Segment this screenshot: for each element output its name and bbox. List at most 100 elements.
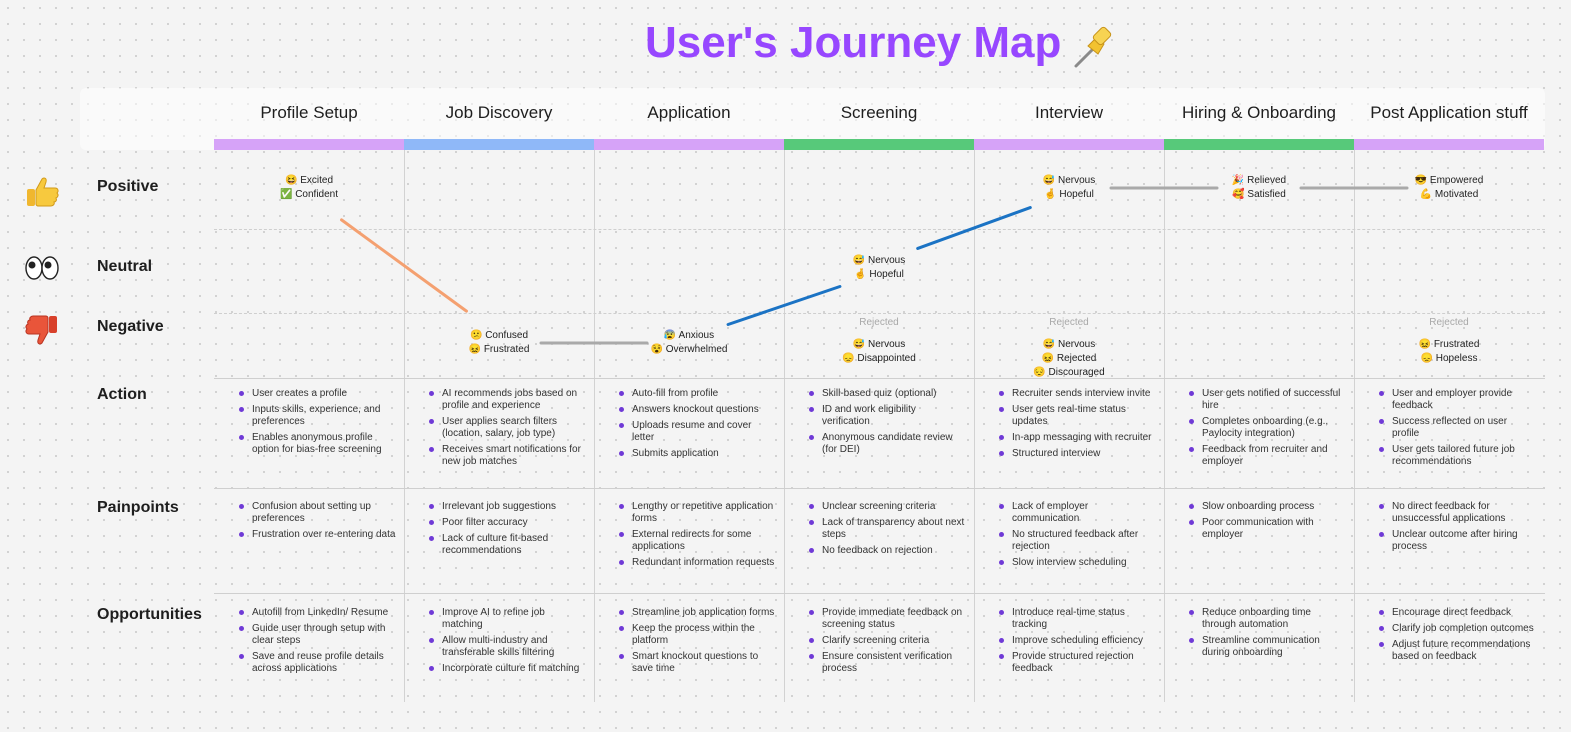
phase-header: Application (647, 103, 731, 122)
rejected-label: Rejected (859, 317, 899, 328)
list-item: Introduce real-time status tracking (996, 607, 1156, 631)
phase-header: Hiring & Onboarding (1181, 103, 1337, 122)
list-item: Lack of employer communication (996, 501, 1156, 525)
emotion-label: 🤞 Hopeful (1044, 189, 1094, 200)
emotion-label: 😞 Disappointed (842, 353, 916, 364)
row-divider (214, 378, 1545, 379)
phase-color-bar (1164, 139, 1354, 150)
list-item: Completes onboarding (e.g., Paylocity in… (1186, 416, 1346, 440)
emotion-label: 😅 Nervous (1042, 175, 1096, 186)
emotion-label: 😅 Nervous (852, 255, 906, 266)
list-item: Clarify screening criteria (806, 635, 966, 647)
list-item: AI recommends jobs based on profile and … (426, 388, 586, 412)
emotion-label: 😞 Hopeless (1420, 353, 1478, 364)
emotion-node: Rejected 😅 Nervous 😞 Disappointed (809, 316, 949, 366)
emotion-label: 💪 Motivated (1419, 189, 1479, 200)
emotion-label: ✅ Confident (279, 189, 339, 200)
list-item: ID and work eligibility verification (806, 404, 966, 428)
list-item: Confusion about setting up preferences (236, 501, 396, 525)
emotion-label: 😖 Rejected (1041, 353, 1097, 364)
list-item: Poor filter accuracy (426, 517, 586, 529)
list-item: Enables anonymous profile option for bia… (236, 432, 396, 456)
emotion-label: 😖 Frustrated (1418, 339, 1480, 350)
row-divider (214, 313, 1545, 314)
list-item: Provide immediate feedback on screening … (806, 607, 966, 631)
bullet-list: Skill-based quiz (optional) ID and work e… (806, 388, 966, 456)
list-item: Lack of culture fit-based recommendation… (426, 533, 586, 557)
list-item: Unclear outcome after hiring process (1376, 529, 1536, 553)
rejected-label: Rejected (1049, 317, 1089, 328)
row-divider (214, 488, 1545, 489)
list-item: Uploads resume and cover letter (616, 420, 776, 444)
list-item: Streamline communication during onboardi… (1186, 635, 1346, 659)
list-item: Lack of transparency about next steps (806, 517, 966, 541)
emotion-label: 😅 Nervous (1042, 339, 1096, 350)
list-item: Skill-based quiz (optional) (806, 388, 966, 400)
emotion-label: 😰 Anxious (663, 330, 715, 341)
actions-cell: Skill-based quiz (optional) ID and work e… (806, 388, 966, 460)
list-item: User gets notified of successful hire (1186, 388, 1346, 412)
list-item: Save and reuse profile details across ap… (236, 651, 396, 675)
list-item: Unclear screening criteria (806, 501, 966, 513)
row-divider (214, 593, 1545, 594)
phase-header: Screening (840, 103, 918, 122)
list-item: User creates a profile (236, 388, 396, 400)
list-item: Poor communication with employer (1186, 517, 1346, 541)
list-item: Structured interview (996, 448, 1156, 460)
emotion-label: 😅 Nervous (852, 339, 906, 350)
page-title: User's Journey Map (645, 18, 1062, 67)
list-item: Allow multi-industry and transferable sk… (426, 635, 586, 659)
emotion-label: 😆 Excited (284, 175, 334, 186)
rejected-label: Rejected (1429, 317, 1469, 328)
emotion-label: 😕 Confused (469, 330, 529, 341)
emotion-node: Rejected 😅 Nervous 😖 Rejected 😔 Discouraged (999, 316, 1139, 380)
phase-color-bar (594, 139, 784, 150)
column-divider (784, 150, 785, 702)
list-item: Encourage direct feedback (1376, 607, 1536, 619)
column-divider (404, 150, 405, 702)
phase-color-bar (974, 139, 1164, 150)
emotion-node: 😆 Excited ✅ Confident (239, 174, 379, 202)
row-label-opportunities: Opportunities (97, 606, 202, 623)
opportunities-cell: Reduce onboarding time through automatio… (1186, 607, 1346, 663)
list-item: Improve scheduling efficiency (996, 635, 1156, 647)
row-label-painpoints: Painpoints (97, 499, 179, 516)
list-item: Answers knockout questions (616, 404, 776, 416)
emotion-node: 🎉 Relieved🥰 Satisfied (1189, 174, 1329, 202)
list-item: Anonymous candidate review (for DEI) (806, 432, 966, 456)
column-divider (1164, 150, 1165, 702)
emotion-label: 😔 Discouraged (1033, 367, 1105, 378)
list-item: User gets tailored future job recommenda… (1376, 444, 1536, 468)
bullet-list: Lack of employer communication No structu… (996, 501, 1156, 569)
phase-header: Job Discovery (445, 103, 553, 122)
list-item: Recruiter sends interview invite (996, 388, 1156, 400)
thumbs-down-icon (25, 315, 57, 345)
list-item: Autofill from LinkedIn/ Resume (236, 607, 396, 619)
phase-header: Interview (1034, 103, 1104, 122)
emotion-label: 😖 Frustrated (468, 344, 530, 355)
list-item: No structured feedback after rejection (996, 529, 1156, 553)
bullet-list: Provide immediate feedback on screening … (806, 607, 966, 675)
list-item: Submits application (616, 448, 776, 460)
emotion-label: 🥰 Satisfied (1232, 189, 1286, 200)
list-item: User applies search filters (location, s… (426, 416, 586, 440)
list-item: Ensure consistent verification process (806, 651, 966, 675)
emotion-node: 😎 Empowered💪 Motivated (1379, 174, 1519, 202)
phase-color-bar (214, 139, 404, 150)
